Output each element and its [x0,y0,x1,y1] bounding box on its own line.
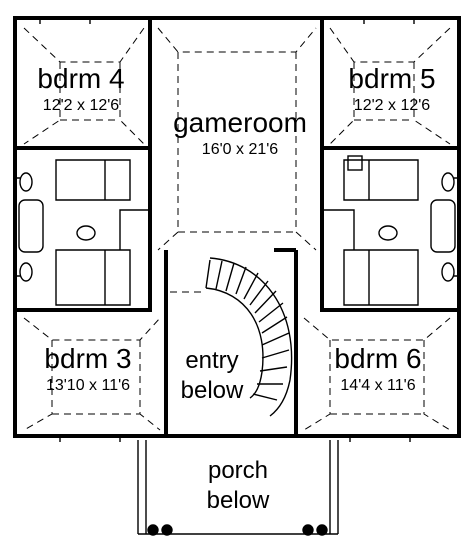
windows [15,18,459,442]
porch-label-line2: below [207,487,270,514]
room-bdrm4: bdrm 4 12'2 x 12'6 [15,18,152,150]
bdrm6-dims: 14'4 x 11'6 [340,377,415,394]
bath-left [15,148,152,312]
bdrm3-dims: 13'10 x 11'6 [46,377,130,394]
room-bdrm6: bdrm 6 14'4 x 11'6 [303,317,451,431]
room-bdrm5: bdrm 5 12'2 x 12'6 [320,18,459,150]
entry-label-line2: below [181,377,244,404]
bdrm3-label: bdrm 3 [44,343,131,374]
bdrm5-dims: 12'2 x 12'6 [354,97,430,114]
gameroom-label: gameroom [173,107,307,138]
stair-entry: entry below [164,248,298,436]
room-gameroom: gameroom 16'0 x 21'6 [157,27,317,251]
room-bdrm3: bdrm 3 13'10 x 11'6 [23,317,161,431]
bdrm4-dims: 12'2 x 12'6 [43,97,119,114]
bath-right [320,148,459,312]
bdrm5-label: bdrm 5 [348,63,435,94]
entry-label-line1: entry [185,347,238,374]
porch-label-line1: porch [208,457,268,484]
bdrm4-label: bdrm 4 [37,63,124,94]
porch: porch below [137,440,339,536]
bdrm6-label: bdrm 6 [334,343,421,374]
gameroom-dims: 16'0 x 21'6 [202,141,278,158]
